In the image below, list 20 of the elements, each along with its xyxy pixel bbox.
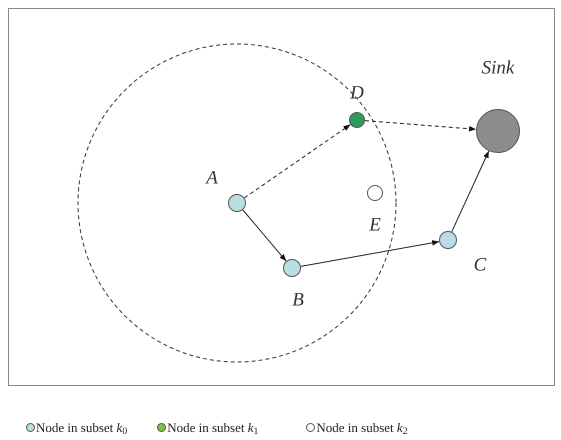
node-label: B [292, 290, 304, 310]
legend-text: Node in subset k$_{1}$ [167, 419, 258, 438]
arrow [451, 150, 490, 232]
node-label: D [350, 84, 364, 102]
node-label: A [206, 168, 218, 188]
sensor-node [367, 185, 383, 201]
node-label: Sink [482, 58, 514, 78]
sensor-node [439, 231, 457, 249]
sensor-node [349, 112, 365, 128]
arrow [300, 240, 440, 267]
sensor-node [476, 109, 520, 153]
legend-text: Node in subset k$_{2}$ [316, 419, 408, 438]
arrow [364, 120, 477, 132]
arrow [242, 209, 287, 262]
legend-text: Node in subset k$_{0}$ [36, 419, 128, 438]
node-label: E [369, 216, 381, 234]
arrow [244, 124, 351, 198]
node-label: C [474, 256, 486, 274]
sensor-node [228, 194, 246, 212]
sensor-node [283, 259, 301, 277]
